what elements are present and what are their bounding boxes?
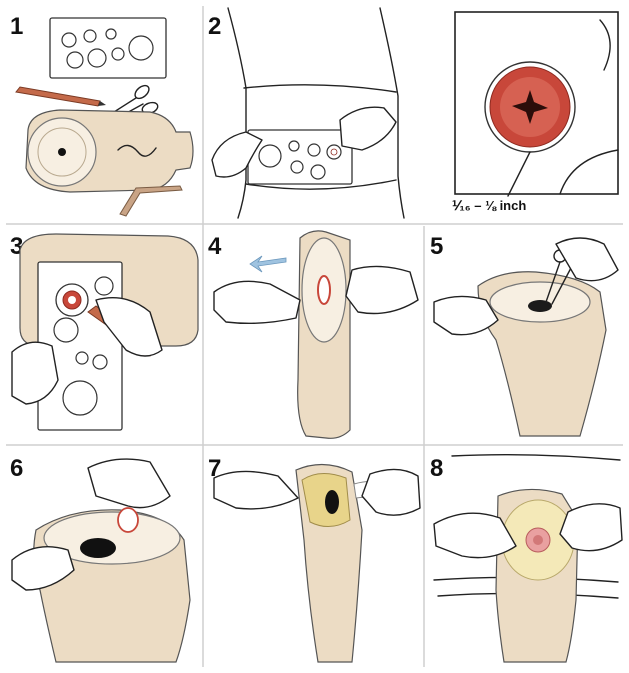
backing-paper <box>118 508 138 532</box>
peel-arrow <box>250 256 286 272</box>
measuring-guide-on-body <box>248 130 352 184</box>
right-hand <box>560 504 622 551</box>
panel-7: 7 <box>208 455 420 662</box>
torso-left-side <box>228 8 246 218</box>
right-hand <box>346 266 418 313</box>
panel-4: 4 <box>208 231 418 438</box>
stoma-closeup-inset: ⅟₁₆ – ⅛ inch <box>452 12 618 213</box>
panel-5: 5 <box>430 233 618 436</box>
panel-2: 2 <box>208 8 404 218</box>
stoma-size-label: ⅟₁₆ – ⅛ inch <box>452 198 526 213</box>
torso-top <box>452 455 620 460</box>
right-hand <box>362 469 420 515</box>
step-number-4: 4 <box>208 233 222 260</box>
panel-8: 8 <box>430 455 622 662</box>
step-number-5: 5 <box>430 233 443 260</box>
left-hand <box>214 281 300 323</box>
step-number-8: 8 <box>430 455 443 482</box>
step-number-2: 2 <box>208 13 221 40</box>
waistline <box>244 85 396 92</box>
right-hand <box>88 459 170 508</box>
panel-3: 3 <box>10 233 198 430</box>
step-number-6: 6 <box>10 455 23 482</box>
panel-6: 6 <box>10 455 190 662</box>
measuring-guide <box>50 18 166 78</box>
cut-opening <box>80 538 116 558</box>
left-hand <box>214 471 298 508</box>
ostomy-pouch <box>26 110 193 192</box>
marker-pen <box>16 87 106 106</box>
right-hand <box>556 238 618 281</box>
step-number-1: 1 <box>10 13 23 40</box>
panel-1: 1 <box>10 13 193 216</box>
right-hand <box>340 107 396 150</box>
